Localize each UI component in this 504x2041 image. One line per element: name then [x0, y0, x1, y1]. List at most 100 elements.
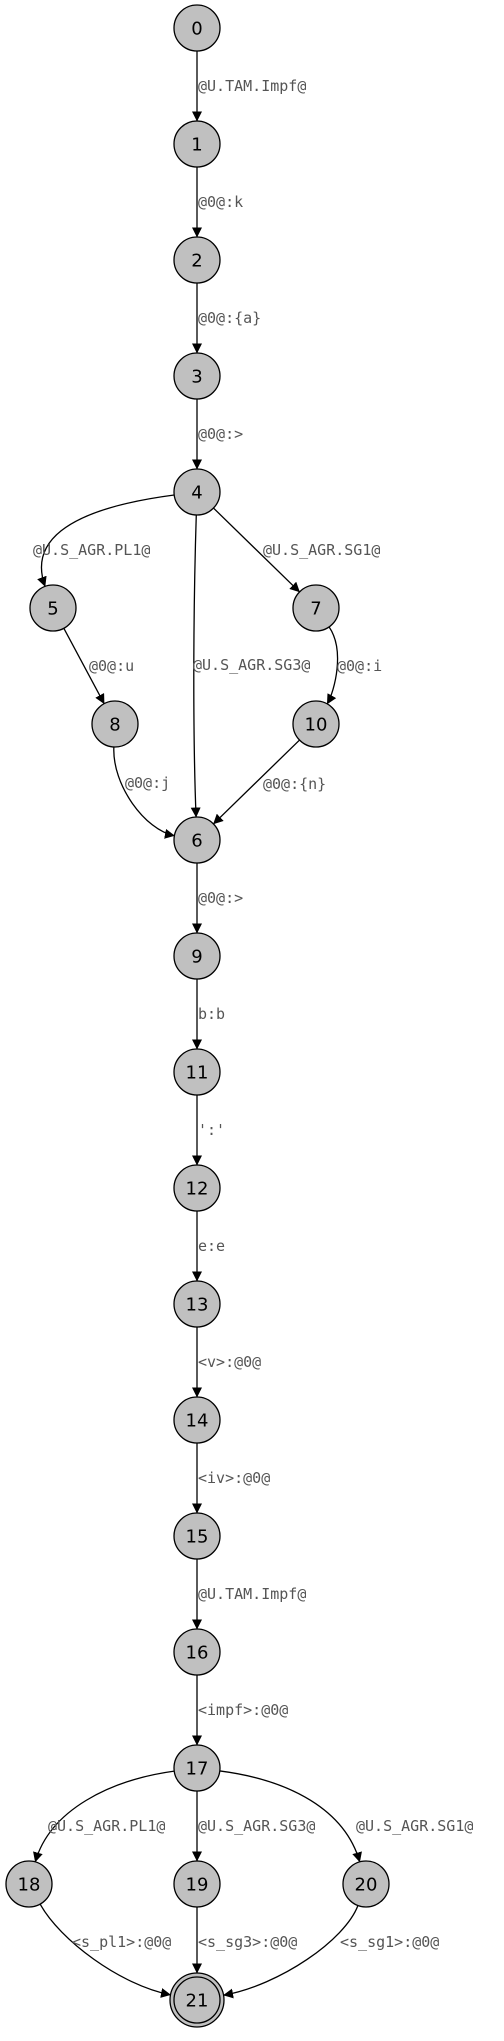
edge-4-to-6 — [190, 514, 201, 818]
state-node-8: 8 — [91, 700, 139, 748]
state-node-21: 21 — [169, 1972, 225, 2028]
state-label-1: 1 — [191, 135, 202, 156]
edge-4-to-5 — [37, 494, 175, 587]
edge-label-18-to-21: <s_pl1>:@0@ — [72, 1933, 171, 1951]
state-node-2: 2 — [173, 236, 221, 284]
state-node-15: 15 — [173, 1512, 221, 1560]
state-label-2: 2 — [191, 251, 202, 272]
state-node-4: 4 — [173, 468, 221, 516]
state-label-9: 9 — [191, 947, 202, 968]
state-label-6: 6 — [191, 831, 202, 852]
edge-label-9-to-11: b:b — [198, 1005, 225, 1023]
edge-label-3-to-4: @0@:> — [198, 425, 243, 443]
edge-label-2-to-3: @0@:{a} — [198, 309, 261, 327]
edge-label-17-to-18: @U.S_AGR.PL1@ — [48, 1817, 165, 1835]
edge-18-to-21 — [39, 1903, 171, 1998]
state-label-0: 0 — [191, 19, 202, 40]
edge-label-19-to-21: <s_sg3>:@0@ — [198, 1933, 297, 1951]
state-node-6: 6 — [173, 816, 221, 864]
state-node-7: 7 — [292, 584, 340, 632]
edge-label-15-to-16: @U.TAM.Impf@ — [198, 1585, 306, 1603]
state-node-19: 19 — [173, 1860, 221, 1908]
state-circle-13 — [173, 1280, 221, 1328]
edges-layer: @U.TAM.Impf@ @0@:k @0@:{a} @0@:> @U.S_AGR.PL… — [33, 51, 473, 1999]
state-node-18: 18 — [5, 1860, 53, 1908]
state-circle-17 — [173, 1744, 221, 1792]
state-circle-11 — [173, 1048, 221, 1096]
state-circle-20 — [342, 1860, 390, 1908]
state-circle-0 — [173, 4, 221, 52]
state-node-13: 13 — [173, 1280, 221, 1328]
edge-4-to-7 — [213, 507, 300, 593]
state-label-19: 19 — [186, 1875, 209, 1896]
edge-10-to-6 — [213, 739, 300, 825]
edge-label-13-to-14: <v>:@0@ — [198, 1353, 261, 1371]
edge-label-12-to-13: e:e — [198, 1237, 225, 1255]
edge-17-to-18 — [33, 1770, 175, 1863]
state-label-15: 15 — [186, 1527, 209, 1548]
edge-label-6-to-9: @0@:> — [198, 889, 243, 907]
state-label-3: 3 — [191, 367, 202, 388]
edge-7-to-10 — [326, 626, 339, 705]
state-circle-6 — [173, 816, 221, 864]
state-node-16: 16 — [173, 1628, 221, 1676]
edge-5-to-8 — [63, 627, 105, 705]
state-circle-4 — [173, 468, 221, 516]
state-circle-5 — [29, 584, 77, 632]
edge-17-to-20 — [219, 1770, 362, 1863]
edge-label-8-to-6: @0@:j — [125, 774, 170, 792]
state-circle-18 — [5, 1860, 53, 1908]
state-node-12: 12 — [173, 1164, 221, 1212]
state-circle-16 — [173, 1628, 221, 1676]
state-label-7: 7 — [310, 599, 321, 620]
state-node-5: 5 — [29, 584, 77, 632]
state-circle-8 — [91, 700, 139, 748]
edge-label-17-to-20: @U.S_AGR.SG1@ — [356, 1817, 473, 1835]
state-label-5: 5 — [47, 599, 58, 620]
edge-label-0-to-1: @U.TAM.Impf@ — [198, 77, 306, 95]
accepting-inner-circle-21 — [173, 1976, 221, 2024]
state-label-20: 20 — [355, 1875, 378, 1896]
state-node-10: 10 — [292, 700, 340, 748]
state-label-14: 14 — [186, 1411, 209, 1432]
state-label-10: 10 — [305, 715, 328, 736]
state-circle-1 — [173, 120, 221, 168]
state-label-13: 13 — [186, 1295, 209, 1316]
edge-label-10-to-6: @0@:{n} — [263, 775, 326, 793]
edge-label-4-to-5: @U.S_AGR.PL1@ — [33, 541, 150, 559]
edge-8-to-6 — [113, 746, 175, 839]
state-label-16: 16 — [186, 1643, 209, 1664]
state-circle-19 — [173, 1860, 221, 1908]
state-label-4: 4 — [191, 483, 202, 504]
state-circle-14 — [173, 1396, 221, 1444]
state-node-3: 3 — [173, 352, 221, 400]
state-label-17: 17 — [186, 1759, 209, 1780]
edge-20-to-21 — [223, 1905, 359, 1999]
state-circle-3 — [173, 352, 221, 400]
state-circle-15 — [173, 1512, 221, 1560]
edge-label-4-to-7: @U.S_AGR.SG1@ — [263, 541, 380, 559]
edge-label-5-to-8: @0@:u — [89, 657, 134, 675]
state-node-9: 9 — [173, 932, 221, 980]
state-node-0: 0 — [173, 4, 221, 52]
edge-label-7-to-10: @0@:i — [337, 657, 382, 675]
state-node-14: 14 — [173, 1396, 221, 1444]
state-label-11: 11 — [186, 1063, 209, 1084]
edge-label-4-to-6: @U.S_AGR.SG3@ — [193, 656, 310, 674]
state-node-20: 20 — [342, 1860, 390, 1908]
edge-label-1-to-2: @0@:k — [198, 193, 243, 211]
state-node-17: 17 — [173, 1744, 221, 1792]
state-circle-10 — [292, 700, 340, 748]
edge-label-14-to-15: <iv>:@0@ — [198, 1469, 270, 1487]
edge-label-11-to-12: ':' — [198, 1121, 225, 1139]
state-label-8: 8 — [109, 715, 120, 736]
edge-label-16-to-17: <impf>:@0@ — [198, 1701, 288, 1719]
state-circle-7 — [292, 584, 340, 632]
state-node-11: 11 — [173, 1048, 221, 1096]
state-label-18: 18 — [18, 1875, 41, 1896]
state-node-1: 1 — [173, 120, 221, 168]
state-label-21: 21 — [186, 1991, 209, 2012]
state-circle-12 — [173, 1164, 221, 1212]
state-label-12: 12 — [186, 1179, 209, 1200]
